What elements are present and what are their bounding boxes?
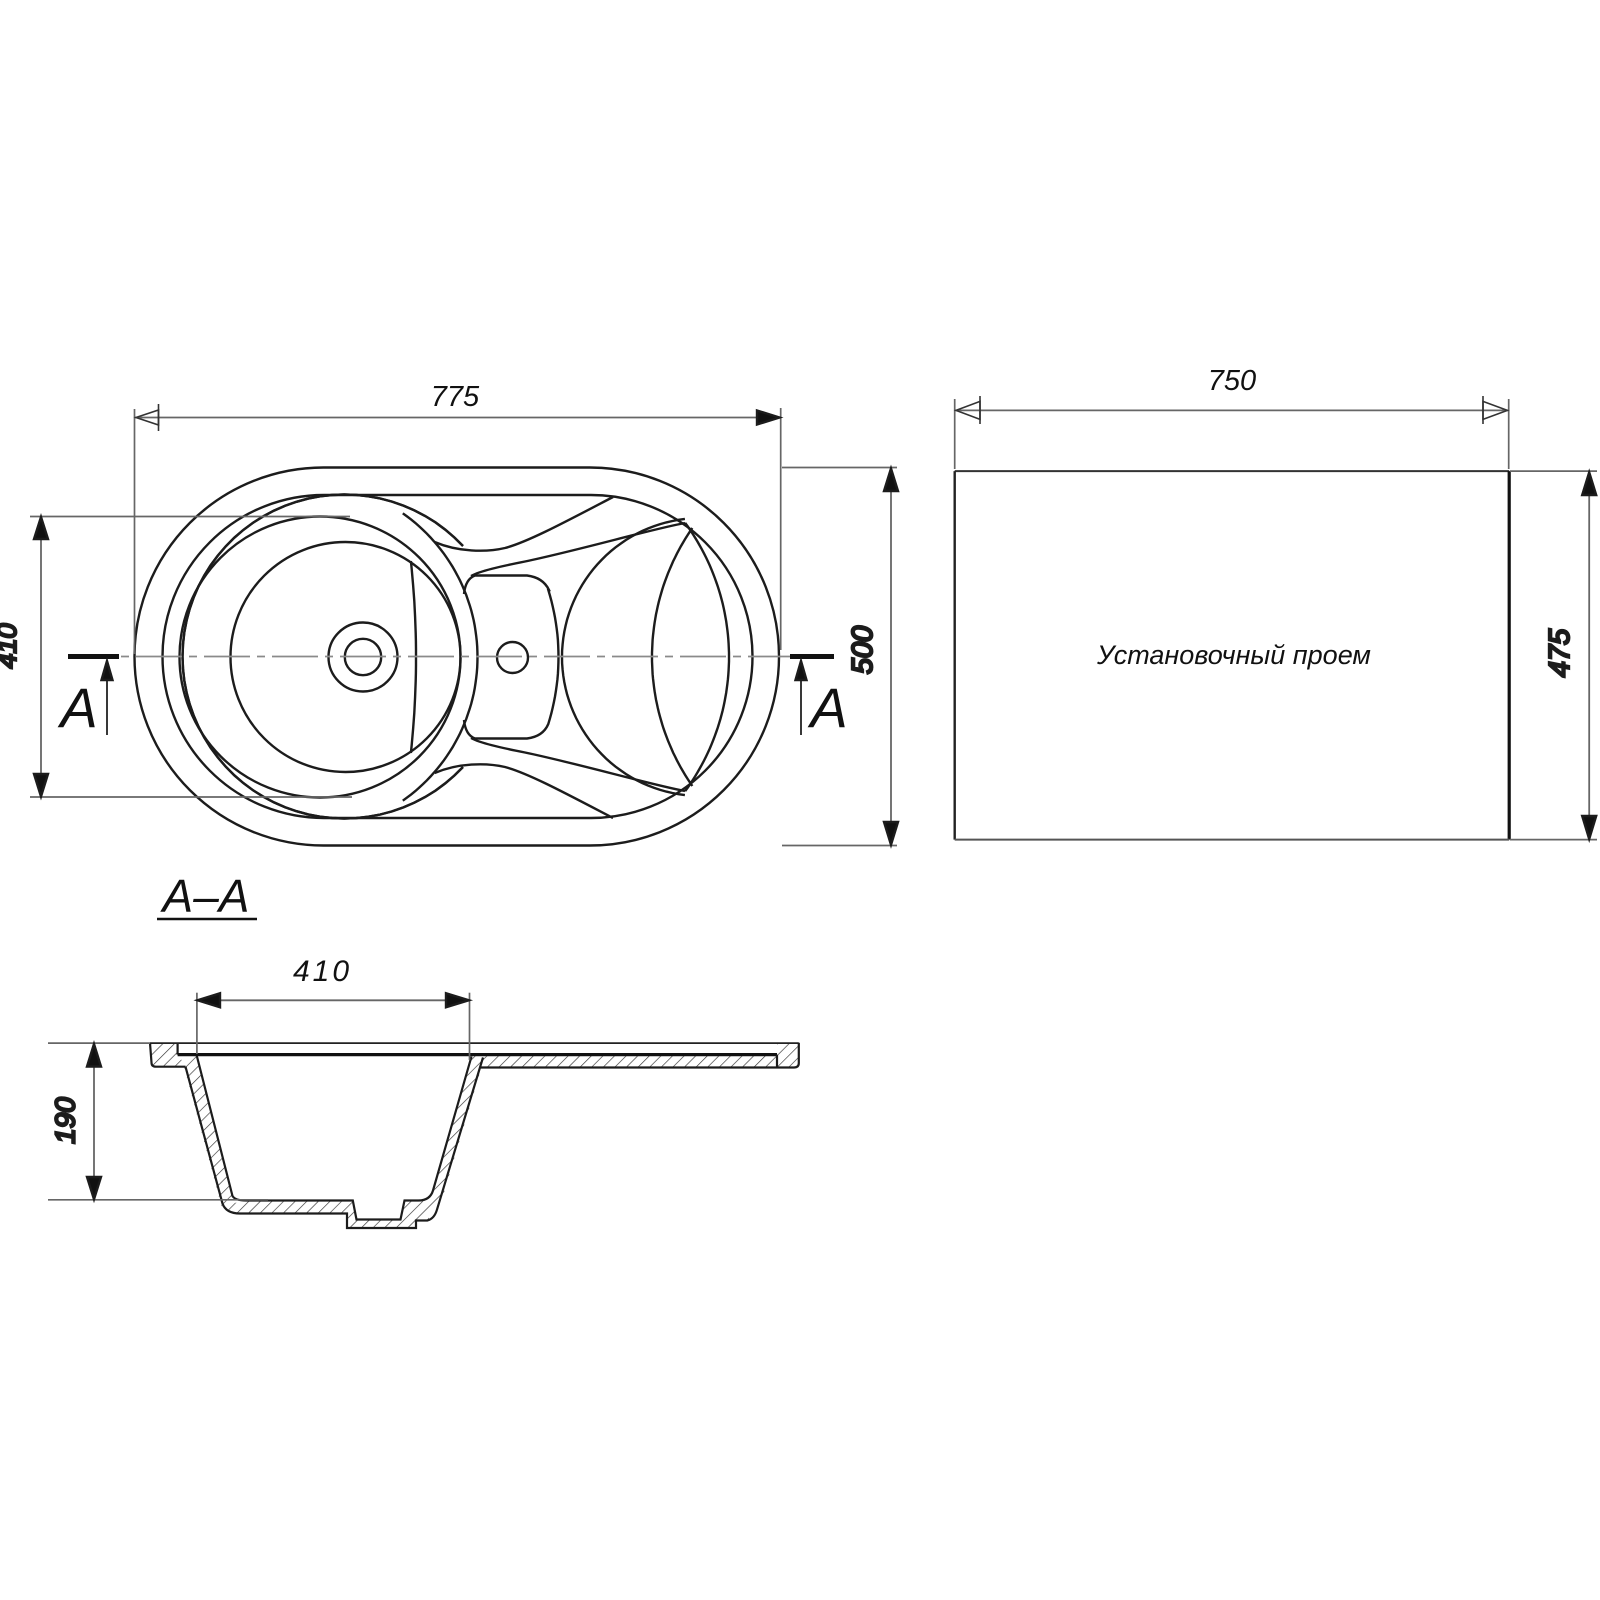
svg-text:775: 775 [431, 381, 480, 413]
svg-text:A: A [57, 676, 97, 739]
svg-text:475: 475 [1544, 628, 1576, 677]
svg-text:410: 410 [293, 955, 352, 988]
svg-text:A: A [807, 676, 847, 739]
svg-text:A–A: A–A [160, 870, 250, 922]
svg-text:750: 750 [1208, 365, 1256, 397]
svg-text:Установочный проем: Установочный проем [1096, 640, 1371, 670]
svg-text:190: 190 [50, 1097, 81, 1144]
svg-text:500: 500 [847, 626, 879, 674]
svg-text:410: 410 [0, 623, 22, 668]
